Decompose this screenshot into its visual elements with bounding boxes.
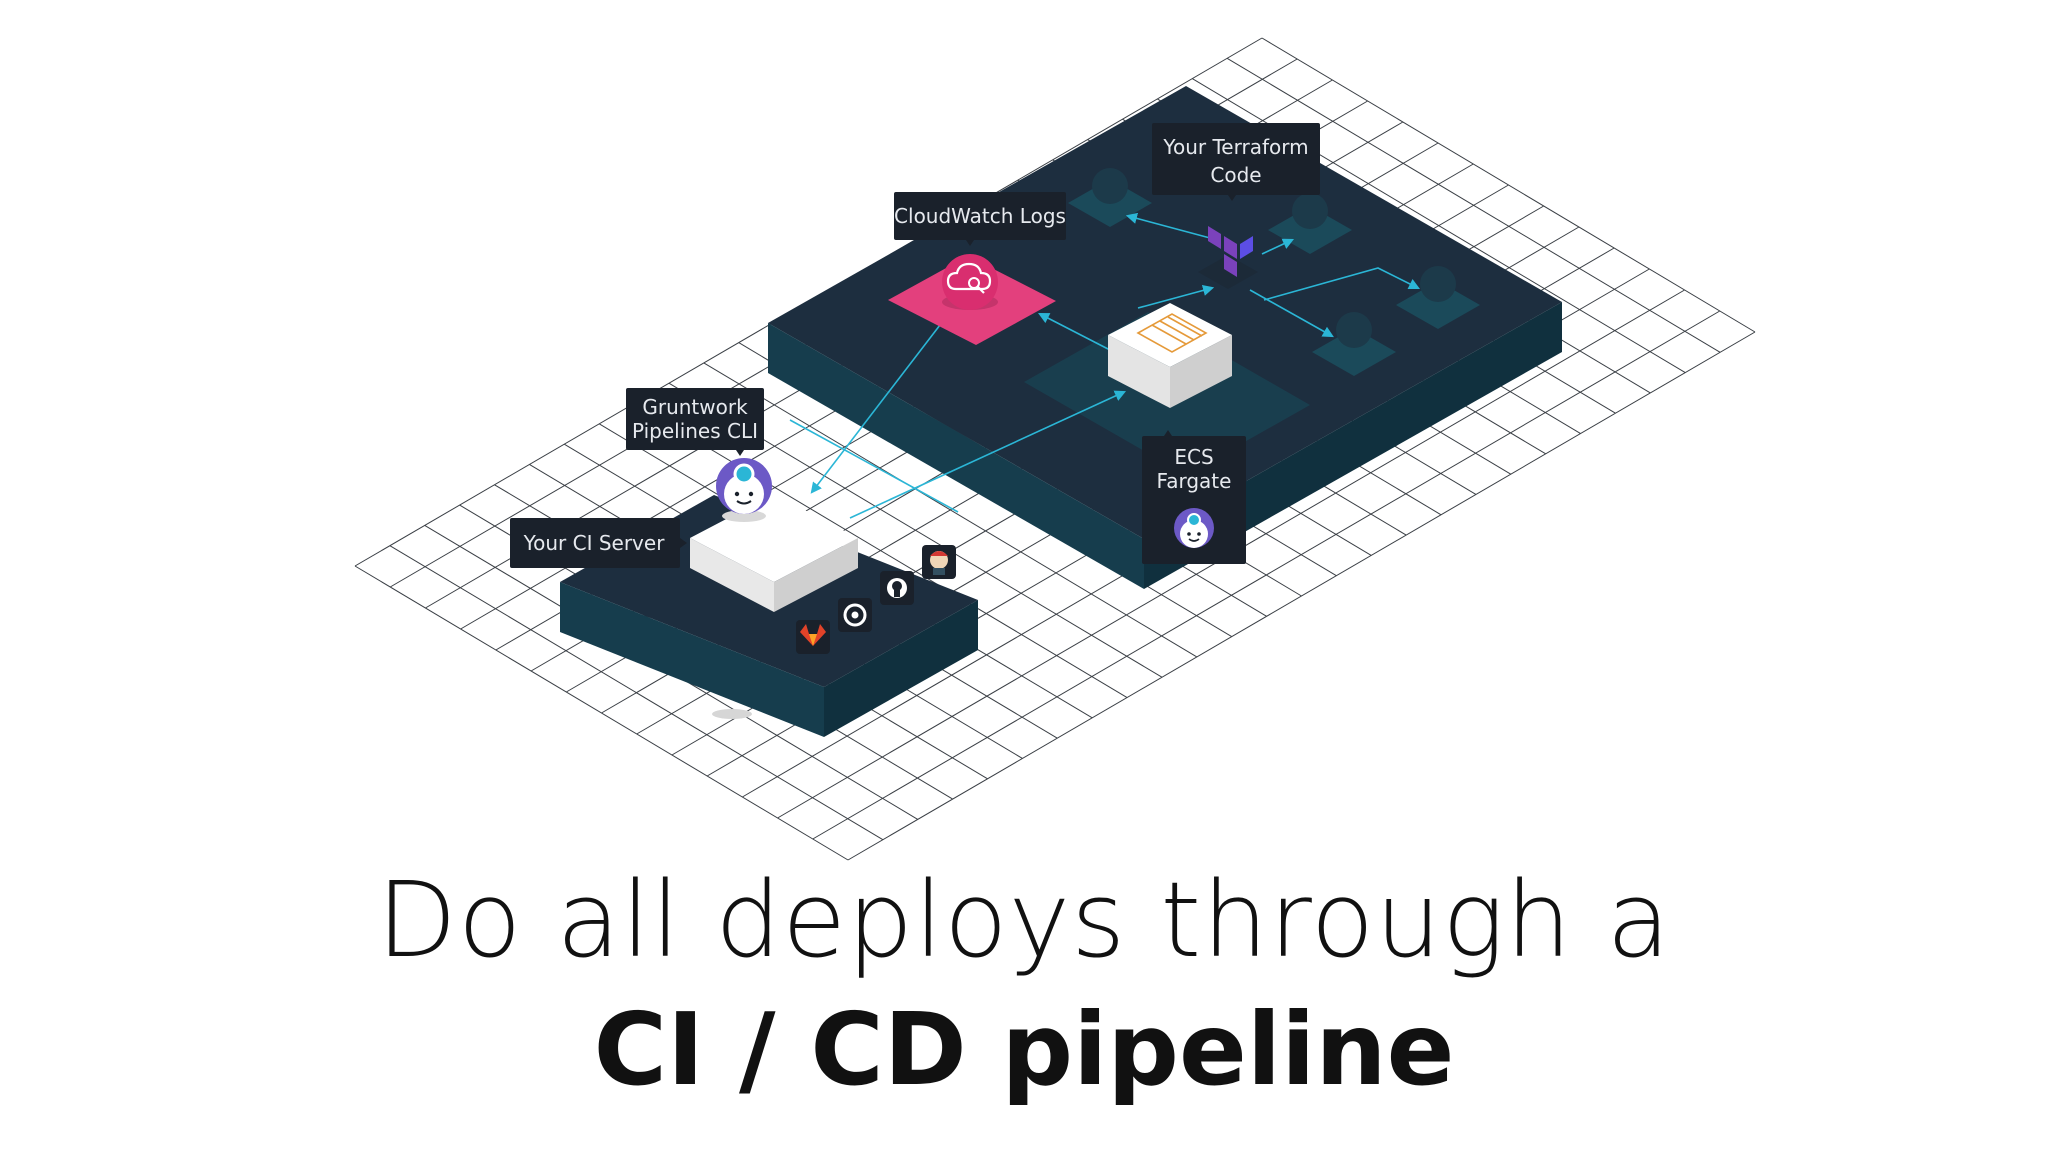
arrow-terraform-to-resource xyxy=(1249,289,1334,338)
resource-tile xyxy=(1312,312,1396,376)
callout-cli-line2: Pipelines CLI xyxy=(632,419,758,443)
grid-line xyxy=(847,331,1756,861)
cloudwatch-logs-icon xyxy=(942,254,998,310)
arrow-ecs-to-cloudwatch xyxy=(1038,312,1111,351)
callout-ecs-line1: ECS xyxy=(1174,445,1213,469)
connector-line xyxy=(789,419,959,513)
callout-terraform-line2: Code xyxy=(1210,163,1261,187)
grid-line xyxy=(812,310,1721,840)
callout-terraform-code: Your Terraform Code xyxy=(1152,123,1320,201)
gruntwork-mascot-icon xyxy=(1174,508,1214,548)
jenkins-logo-icon xyxy=(922,545,956,579)
callout-ecs-line2: Fargate xyxy=(1157,469,1232,493)
headline-line-1: Do all deploys through a xyxy=(376,859,1672,981)
circleci-logo-icon xyxy=(838,598,872,632)
terraform-logo-icon xyxy=(1198,226,1258,289)
arrow-terraform-to-resource xyxy=(1125,212,1211,239)
github-logo-icon xyxy=(880,571,914,605)
gitlab-logo-icon xyxy=(796,620,830,654)
headline-line-2: CI / CD pipeline xyxy=(593,991,1455,1108)
callout-ci-server: Your CI Server xyxy=(510,518,687,568)
callout-cloudwatch-label: CloudWatch Logs xyxy=(894,204,1066,228)
arrow-terraform-to-resource xyxy=(1261,238,1295,255)
callout-ecs-fargate: ECS Fargate xyxy=(1142,430,1246,564)
resource-tile xyxy=(1396,266,1480,329)
gruntwork-mascot-icon xyxy=(716,458,772,514)
callout-pipelines-cli: Gruntwork Pipelines CLI xyxy=(626,388,764,456)
ecs-fargate-box xyxy=(1108,303,1232,408)
arrow-ci-to-ecs xyxy=(849,390,1127,519)
callout-cli-line1: Gruntwork xyxy=(642,395,748,419)
arrow-terraform-to-resource xyxy=(1263,267,1421,301)
callout-terraform-line1: Your Terraform xyxy=(1162,135,1308,159)
ci-server-box xyxy=(690,494,858,612)
arrow-ecs-to-terraform xyxy=(1137,284,1215,309)
connections xyxy=(789,212,1421,519)
callout-cloudwatch-logs: CloudWatch Logs xyxy=(894,192,1066,246)
arrow-cloudwatch-to-ci xyxy=(810,324,941,494)
cloudwatch-node xyxy=(888,254,1056,345)
callout-ci-server-label: Your CI Server xyxy=(523,531,666,555)
ecs-task-icon xyxy=(1136,313,1208,353)
shadow xyxy=(712,709,752,719)
